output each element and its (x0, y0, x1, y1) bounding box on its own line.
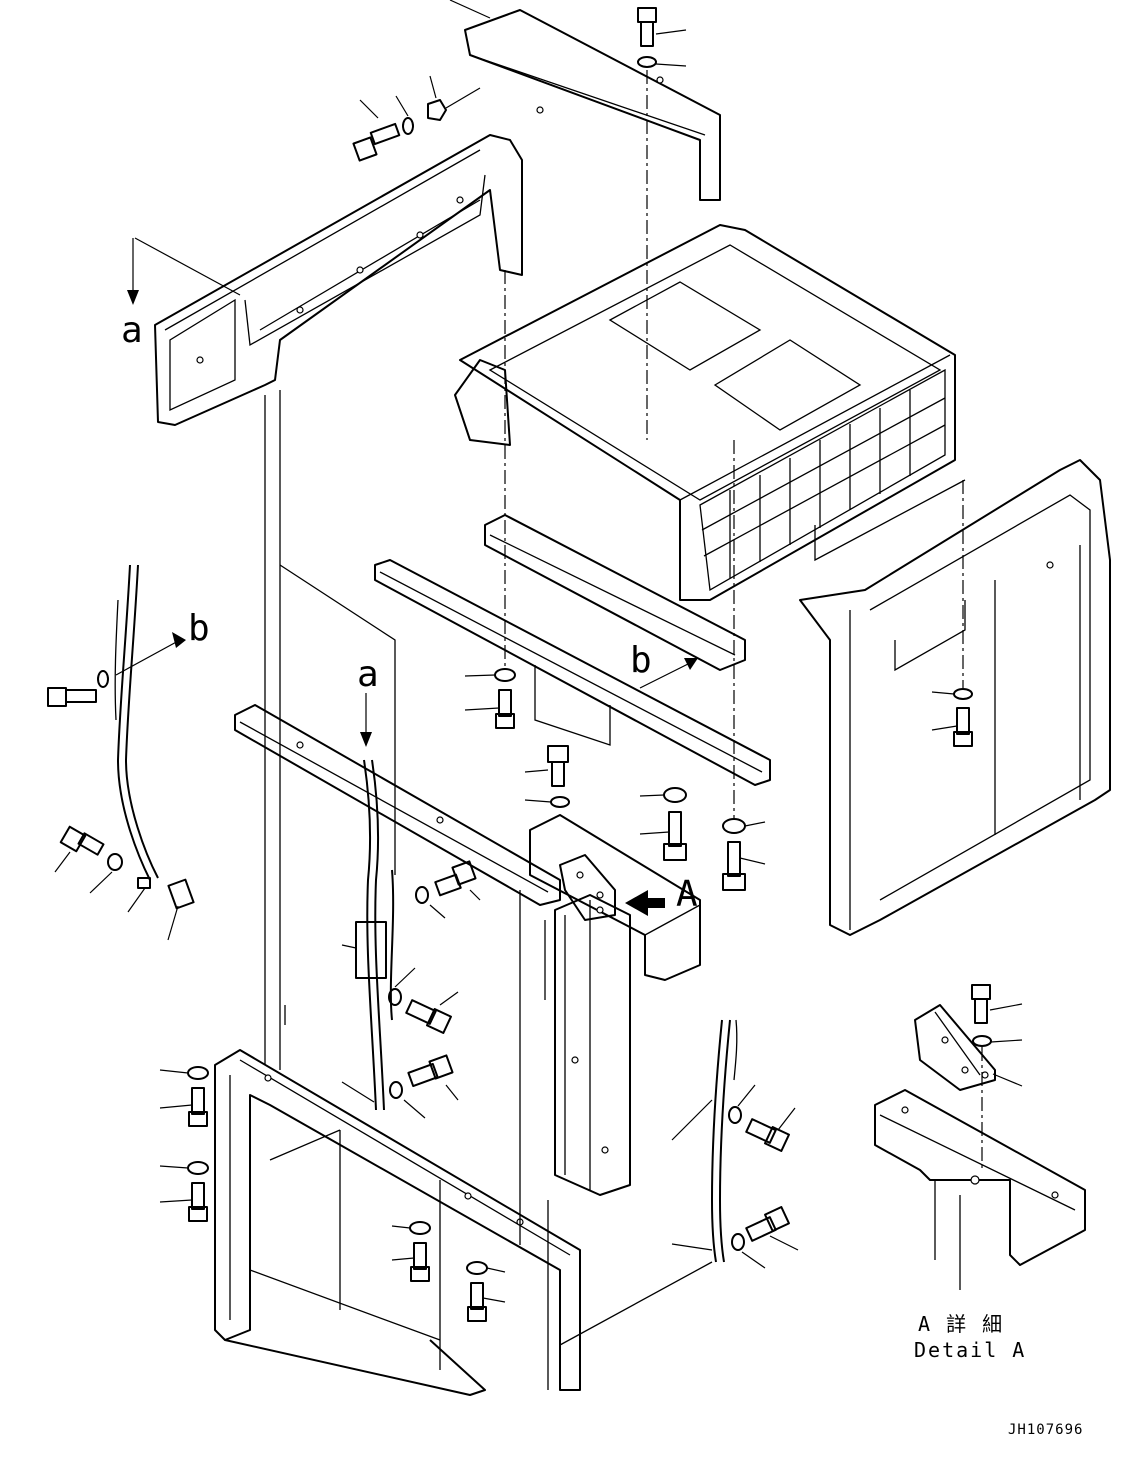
washer-icon (97, 670, 109, 688)
washer-icon (663, 787, 687, 803)
bolt-icon (495, 689, 515, 729)
bolt-icon (352, 122, 401, 162)
mounting-bracket (559, 854, 616, 921)
bolt-icon (188, 1182, 208, 1222)
lower-frame (214, 1049, 581, 1396)
washer-icon (415, 886, 429, 904)
clamp-icon (167, 878, 195, 910)
washer-icon (972, 1035, 992, 1047)
bolt-icon (405, 999, 452, 1034)
bolt-icon (745, 1206, 790, 1242)
bolt-icon (59, 825, 105, 856)
detail-caption-en: Detail A (914, 1338, 1026, 1362)
hose-assembly-left (114, 564, 159, 881)
washer-icon (637, 56, 657, 68)
washer-icon (953, 688, 973, 700)
bolt-icon (663, 811, 687, 861)
washer-icon (466, 1261, 488, 1275)
arrow-a-icon (625, 890, 665, 916)
upper-frame-panel (154, 134, 523, 426)
clip-icon (137, 877, 151, 889)
callout-a-mid: a (357, 654, 379, 695)
detail-bracket (914, 1004, 996, 1091)
callout-b-left: b (188, 608, 210, 649)
drawing-code: JH107696 (1008, 1422, 1083, 1438)
bolt-icon (722, 841, 746, 891)
bolt-icon (407, 1054, 454, 1088)
washer-icon (187, 1161, 209, 1175)
washer-icon (494, 668, 516, 682)
washer-icon (187, 1066, 209, 1080)
washer-icon (728, 1106, 742, 1124)
detail-caption-jp: A 詳 細 (918, 1312, 1004, 1336)
washer-icon (731, 1233, 745, 1251)
washer-icon (550, 796, 570, 808)
vent-grid (699, 368, 946, 592)
roof-mesh-box (454, 224, 956, 601)
callout-b-mid: b (630, 640, 652, 681)
cross-member-lower (234, 704, 561, 906)
bolt-icon (188, 1087, 208, 1127)
washer-icon (107, 853, 123, 871)
leader-line (449, 0, 491, 19)
top-cover-plate (464, 9, 721, 201)
cross-member-middle (374, 559, 771, 786)
detail-a-view (874, 1089, 1086, 1290)
bolt-icon (745, 1118, 790, 1152)
washer-icon (388, 988, 402, 1006)
nut-icon (427, 99, 447, 121)
right-side-frame (799, 459, 1111, 936)
hose-cover-icon (355, 921, 387, 979)
hose-assembly-right (711, 1019, 738, 1263)
washer-icon (402, 117, 414, 135)
callout-A-arrow: A (676, 874, 698, 915)
bolt-icon (547, 745, 569, 787)
bolt-icon (467, 1282, 487, 1322)
washer-icon (722, 818, 746, 834)
bolt-icon (434, 860, 477, 897)
bolt-icon (410, 1242, 430, 1282)
washer-icon (409, 1221, 431, 1235)
bolt-icon (47, 687, 97, 707)
washer-icon (389, 1081, 403, 1099)
bolt-icon (971, 984, 991, 1024)
bolt-icon (953, 707, 973, 747)
callout-a-top: a (121, 310, 143, 351)
hose-assembly-center (355, 759, 395, 1111)
bolt-icon (637, 7, 657, 47)
center-pillar (554, 894, 631, 1196)
